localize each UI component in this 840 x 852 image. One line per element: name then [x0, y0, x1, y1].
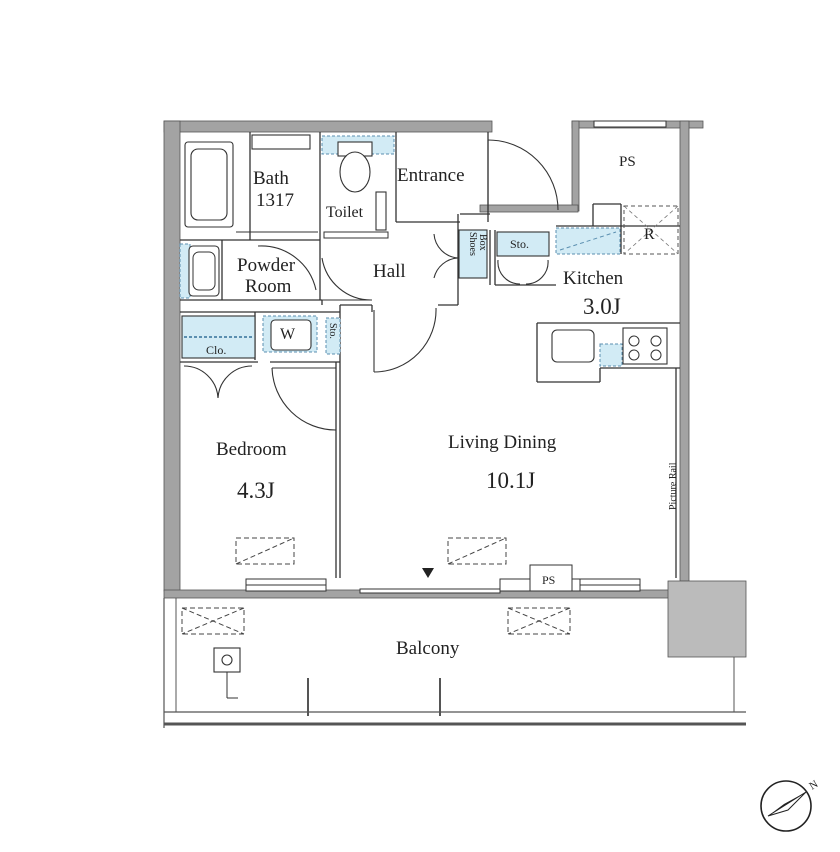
label-powder-room-2: Room	[245, 276, 292, 297]
label-powder-room-1: Powder	[237, 255, 296, 276]
washer-icon	[270, 319, 312, 351]
bedroom-door[interactable]	[271, 367, 337, 431]
bathtub-icon	[184, 141, 234, 228]
kitchen-sink-icon	[551, 329, 595, 363]
closet-door[interactable]	[183, 365, 253, 399]
balcony	[163, 598, 746, 728]
entrance-door[interactable]	[487, 139, 559, 211]
living-window	[359, 588, 501, 594]
powder-fixtures	[179, 243, 341, 355]
toilet-bowl-icon	[339, 151, 371, 193]
north-arrow-icon: N	[760, 778, 820, 832]
label-small-storage: Sto.	[327, 323, 338, 339]
sink-icon	[188, 245, 220, 297]
walls	[163, 120, 747, 658]
label-closet: Clo.	[206, 343, 226, 357]
kitchen-fixtures	[496, 205, 679, 367]
bath-fixtures	[184, 134, 318, 233]
toilet-door[interactable]	[321, 257, 373, 301]
refrigerator-space	[623, 205, 679, 255]
label-kitchen-size: 3.0J	[583, 294, 621, 319]
label-kitchen-storage: Sto.	[510, 237, 529, 251]
drain-icon	[213, 647, 241, 673]
wall-left	[163, 120, 181, 592]
closet	[181, 315, 256, 359]
label-ps-top: PS	[619, 154, 636, 170]
hall-door[interactable]	[373, 307, 437, 373]
column	[667, 580, 747, 658]
compass-north-label: N	[807, 778, 820, 792]
label-bath: Bath	[253, 168, 289, 189]
label-picture-rail: Picture Rail	[668, 462, 679, 510]
label-living-dining: Living Dining	[448, 432, 557, 453]
label-hall: Hall	[373, 261, 406, 282]
wall-right	[679, 120, 690, 582]
toilet-fixtures	[321, 135, 395, 239]
storage-door[interactable]	[497, 259, 549, 285]
main-window-marker-icon	[422, 568, 434, 578]
powder-door[interactable]	[257, 245, 317, 291]
kitchen-storage	[496, 231, 550, 257]
windows	[245, 120, 667, 594]
label-kitchen: Kitchen	[563, 268, 624, 289]
wall-top	[163, 120, 493, 133]
label-balcony: Balcony	[396, 638, 460, 659]
ceiling-marks	[181, 537, 571, 635]
small-storage	[325, 317, 341, 355]
label-toilet: Toilet	[326, 204, 364, 221]
label-washer: W	[280, 326, 296, 343]
label-shoes-box-1: Shoes	[467, 232, 478, 256]
shoes-box	[458, 229, 488, 279]
doors	[183, 139, 559, 431]
label-living-dining-size: 10.1J	[486, 468, 535, 493]
ps-box	[529, 564, 573, 592]
wall-ps	[571, 120, 580, 212]
label-bath-size: 1317	[256, 190, 294, 211]
label-ps-bottom: PS	[542, 573, 555, 587]
room-labels: Bath 1317 Toilet Entrance PS Shoes Box S…	[206, 154, 679, 659]
label-entrance: Entrance	[397, 165, 465, 186]
shoes-door[interactable]	[433, 233, 459, 279]
label-shoes-box-2: Box	[477, 234, 488, 251]
label-bedroom-size: 4.3J	[237, 478, 275, 503]
wall-entrance-bottom	[479, 204, 579, 213]
stove-icon	[622, 327, 668, 365]
label-refrigerator: R	[644, 226, 655, 243]
label-bedroom: Bedroom	[216, 439, 287, 460]
